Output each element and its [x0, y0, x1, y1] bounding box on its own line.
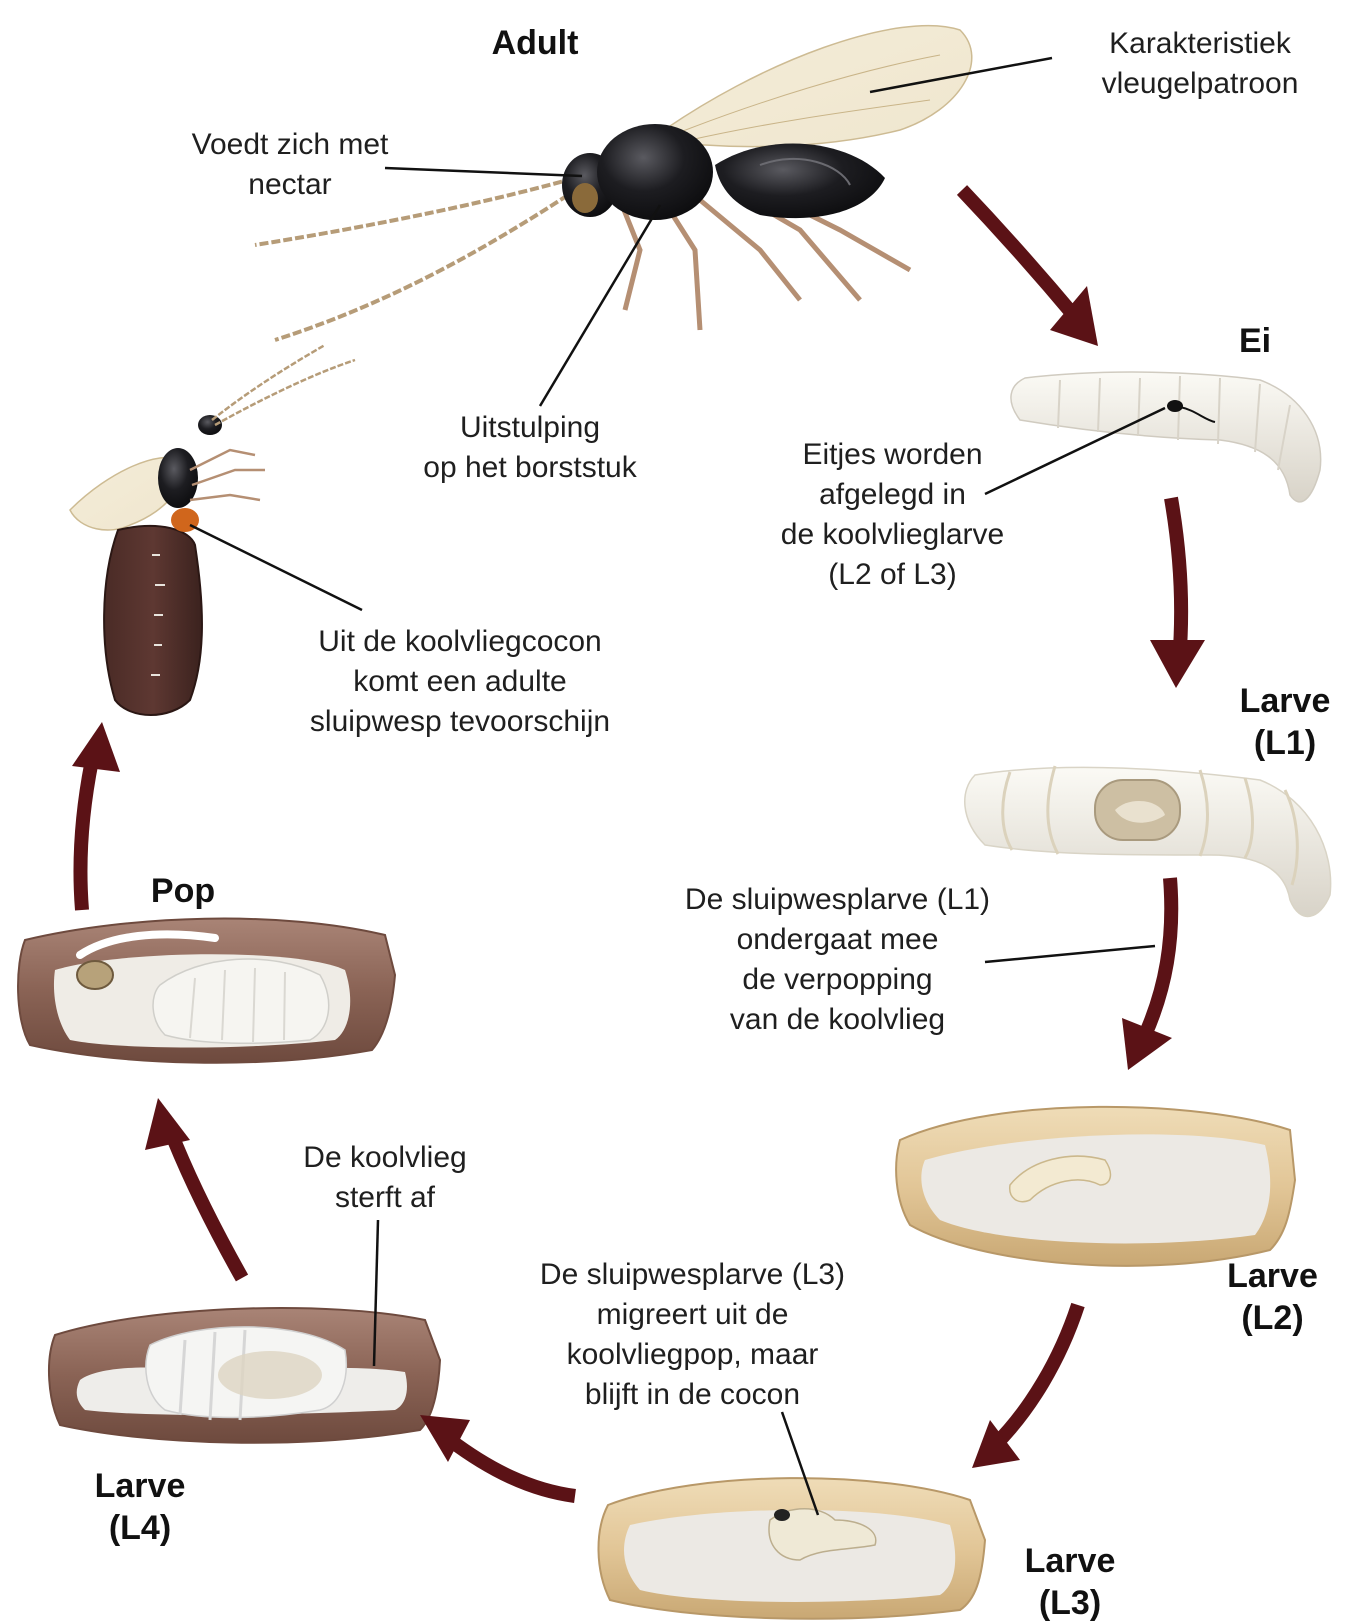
- annotation-l1-pupation: De sluipwesplarve (L1) ondergaat mee de …: [655, 880, 1020, 1040]
- cycle-arrow-icon: [1122, 878, 1172, 1070]
- leader-line-thorax: [540, 205, 660, 406]
- leader-line-emergence: [190, 525, 362, 610]
- stage-title-ei: Ei: [1225, 320, 1285, 362]
- cycle-arrow-icon: [72, 722, 120, 910]
- cycle-arrow-icon: [1150, 498, 1205, 688]
- egg-in-larva-icon: [1011, 372, 1321, 502]
- stage-title-larve-l3: Larve (L3): [1005, 1540, 1135, 1624]
- cycle-arrow-icon: [962, 190, 1098, 346]
- cycle-arrow-icon: [420, 1415, 575, 1496]
- cocoon-l2-icon: [896, 1107, 1295, 1266]
- cycle-arrow-icon: [972, 1305, 1078, 1468]
- cycle-arrow-icon: [145, 1098, 242, 1278]
- stage-title-larve-l4: Larve (L4): [75, 1465, 205, 1549]
- annotation-thorax-bulge: Uitstulping op het borststuk: [385, 408, 675, 488]
- stage-title-pop: Pop: [138, 870, 228, 912]
- annotation-fly-dies: De koolvlieg sterft af: [275, 1138, 495, 1218]
- annotation-l3-migrates: De sluipwesplarve (L3) migreert uit de k…: [505, 1255, 880, 1415]
- cocoon-l3-icon: [598, 1478, 985, 1619]
- stage-title-adult: Adult: [465, 22, 605, 64]
- pupa-icon: [18, 919, 395, 1063]
- cocoon-l4-icon: [49, 1308, 440, 1443]
- annotation-wing-pattern: Karakteristiek vleugelpatroon: [1065, 24, 1335, 104]
- annotation-emergence: Uit de koolvliegcocon komt een adulte sl…: [270, 622, 650, 742]
- annotation-eggs: Eitjes worden afgelegd in de koolvliegla…: [745, 435, 1040, 595]
- annotation-nectar: Voedt zich met nectar: [165, 125, 415, 205]
- stage-title-larve-l2: Larve (L2): [1200, 1255, 1345, 1339]
- stage-title-larve-l1: Larve (L1): [1220, 680, 1350, 764]
